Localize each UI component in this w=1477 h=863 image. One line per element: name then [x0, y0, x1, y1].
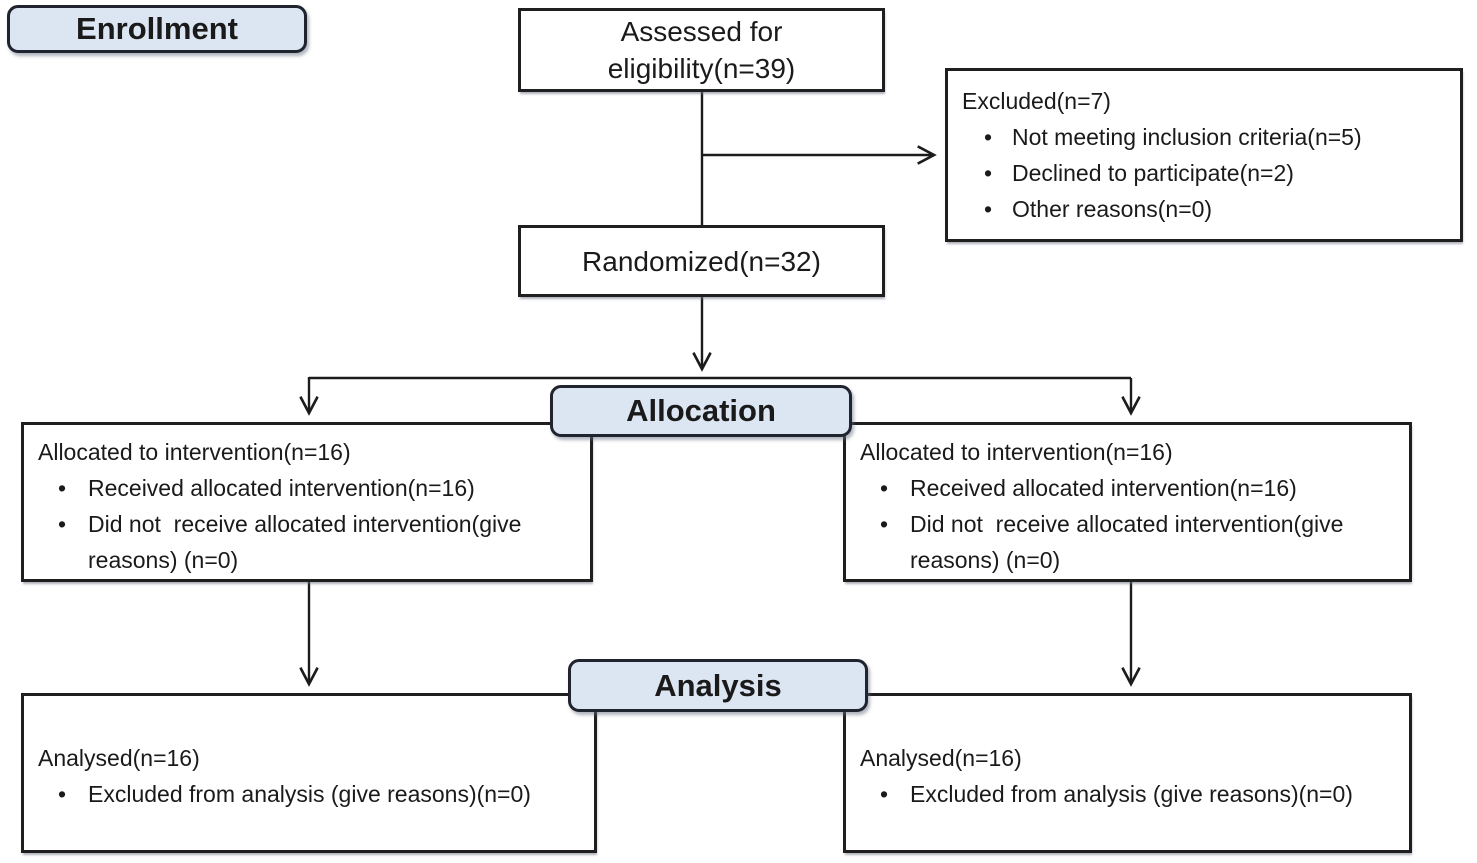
allocation-right-box: Allocated to intervention(n=16) • Receiv… [843, 422, 1412, 582]
allocation-left-bullet-row: • Received allocated intervention(n=16) [38, 470, 582, 506]
bullet-dot-icon: • [58, 475, 67, 501]
allocation-left-bullet-row: • Did not receive allocated intervention… [38, 506, 582, 578]
analysis-right-box: Analysed(n=16) • Excluded from analysis … [843, 693, 1412, 853]
excluded-bullet-text: Other reasons(n=0) [1012, 196, 1213, 222]
allocation-right-bullet-text: Received allocated intervention(n=16) [910, 475, 1297, 501]
allocation-right-bullet-row: • Did not receive allocated intervention… [860, 506, 1401, 578]
analysis-right-bullet-text: Excluded from analysis (give reasons)(n=… [910, 781, 1353, 807]
excluded-box: Excluded(n=7) • Not meeting inclusion cr… [945, 68, 1463, 242]
excluded-bullet-row: • Declined to participate(n=2) [962, 155, 1452, 191]
allocation-right-bullet-row: • Received allocated intervention(n=16) [860, 470, 1401, 506]
analysis-left-bullet-text: Excluded from analysis (give reasons)(n=… [88, 781, 531, 807]
stage-label-enrollment: Enrollment [7, 5, 307, 53]
bullet-dot-icon: • [984, 196, 993, 222]
allocation-right-bullet-text: Did not receive allocated intervention(g… [910, 511, 1350, 573]
excluded-bullet-row: • Other reasons(n=0) [962, 191, 1452, 227]
analysis-right-bullet-row: • Excluded from analysis (give reasons)(… [860, 776, 1401, 812]
assessed-box: Assessed for eligibility(n=39) [518, 8, 885, 92]
allocation-right-title: Allocated to intervention(n=16) [860, 439, 1173, 465]
excluded-bullet-text: Declined to participate(n=2) [1012, 160, 1294, 186]
allocation-left-title: Allocated to intervention(n=16) [38, 439, 351, 465]
excluded-title: Excluded(n=7) [962, 88, 1111, 114]
bullet-dot-icon: • [58, 511, 67, 537]
bullet-dot-icon: • [984, 124, 993, 150]
excluded-bullet-text: Not meeting inclusion criteria(n=5) [1012, 124, 1362, 150]
analysis-left-bullet-row: • Excluded from analysis (give reasons)(… [38, 776, 586, 812]
allocation-left-box: Allocated to intervention(n=16) • Receiv… [21, 422, 593, 582]
analysis-right-title: Analysed(n=16) [860, 745, 1022, 771]
bullet-dot-icon: • [880, 475, 889, 501]
randomized-box: Randomized(n=32) [518, 225, 885, 297]
stage-label-analysis: Analysis [568, 659, 868, 712]
allocation-left-bullet-text: Did not receive allocated intervention(g… [88, 511, 528, 573]
analysis-left-title: Analysed(n=16) [38, 745, 200, 771]
bullet-dot-icon: • [880, 511, 889, 537]
bullet-dot-icon: • [58, 781, 67, 807]
stage-label-allocation: Allocation [550, 385, 852, 437]
excluded-bullet-row: • Not meeting inclusion criteria(n=5) [962, 119, 1452, 155]
analysis-left-box: Analysed(n=16) • Excluded from analysis … [21, 693, 597, 853]
bullet-dot-icon: • [880, 781, 889, 807]
allocation-left-bullet-text: Received allocated intervention(n=16) [88, 475, 475, 501]
bullet-dot-icon: • [984, 160, 993, 186]
